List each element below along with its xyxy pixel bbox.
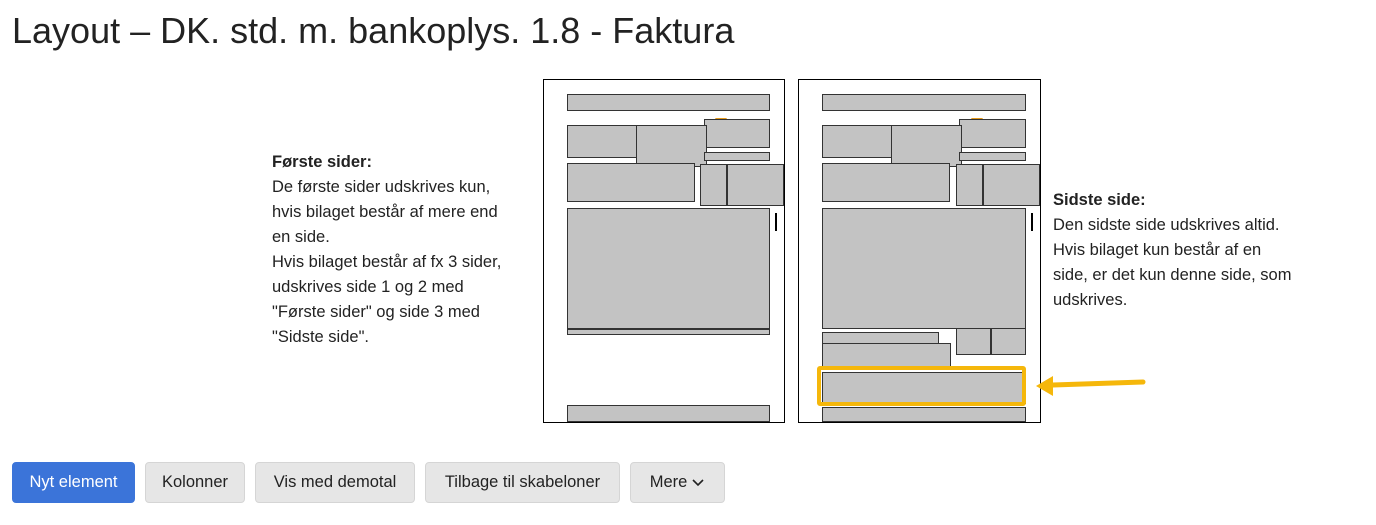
first-pages-preview[interactable] <box>543 79 785 423</box>
last-page-text: Den sidste side udskrives altid. Hvis bi… <box>1053 216 1292 309</box>
first-pages-description: Første sider: De første sider udskrives … <box>272 150 522 350</box>
columns-button[interactable]: Kolonner <box>145 462 245 503</box>
back-to-templates-button[interactable]: Tilbage til skabeloner <box>425 462 620 503</box>
highlight-box <box>817 366 1026 406</box>
back-to-templates-label: Tilbage til skabeloner <box>444 473 601 491</box>
show-demo-label: Vis med demotal <box>273 473 397 491</box>
more-label: Mere <box>649 473 688 491</box>
layout-field[interactable] <box>822 94 1026 111</box>
layout-field[interactable] <box>983 164 1040 206</box>
layout-field[interactable] <box>567 208 770 329</box>
layout-field[interactable] <box>727 164 784 206</box>
layout-field[interactable] <box>822 163 950 202</box>
layout-field[interactable] <box>956 328 991 355</box>
last-page-description: Sidste side: Den sidste side udskrives a… <box>1053 188 1323 313</box>
layout-field[interactable] <box>891 125 962 167</box>
new-element-button[interactable]: Nyt element <box>12 462 135 503</box>
layout-field[interactable] <box>700 164 727 206</box>
layout-field[interactable] <box>704 152 770 161</box>
arrow-left-icon <box>1036 376 1146 396</box>
page-title: Layout – DK. std. m. bankoplys. 1.8 - Fa… <box>12 10 735 51</box>
scroll-marker <box>775 213 777 231</box>
last-page-heading: Sidste side: <box>1053 191 1146 209</box>
layout-field[interactable] <box>956 164 983 206</box>
layout-field[interactable] <box>567 405 770 422</box>
layout-field[interactable] <box>567 94 770 111</box>
layout-field[interactable] <box>959 152 1026 161</box>
layout-field[interactable] <box>959 119 1026 148</box>
layout-field[interactable] <box>822 343 951 368</box>
layout-field[interactable] <box>704 119 770 148</box>
layout-field[interactable] <box>822 208 1026 329</box>
last-page-preview[interactable] <box>798 79 1041 423</box>
new-element-label: Nyt element <box>29 473 118 491</box>
layout-field[interactable] <box>636 125 707 167</box>
first-pages-heading: Første sider: <box>272 153 372 171</box>
highlighted-layout-field[interactable] <box>822 372 1026 404</box>
scroll-marker <box>1031 213 1033 231</box>
layout-field[interactable] <box>567 329 770 335</box>
columns-label: Kolonner <box>161 473 229 491</box>
more-button[interactable]: Mere <box>630 462 725 503</box>
chevron-down-icon <box>692 478 704 486</box>
first-pages-text: De første sider udskrives kun, hvis bila… <box>272 178 502 346</box>
layout-field[interactable] <box>822 407 1026 422</box>
layout-field[interactable] <box>567 163 695 202</box>
layout-field[interactable] <box>991 328 1026 355</box>
show-demo-button[interactable]: Vis med demotal <box>255 462 415 503</box>
